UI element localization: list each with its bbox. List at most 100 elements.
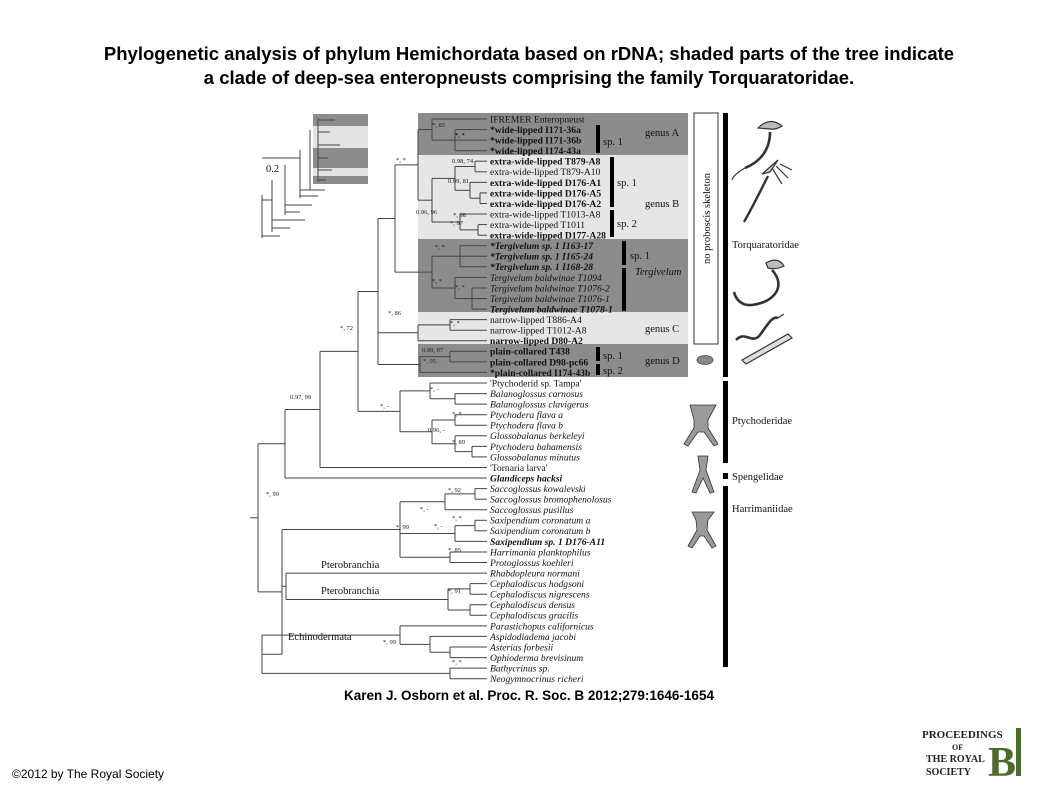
taxon-label: 'Ptychoderid sp. Tampa' [490,378,582,389]
support-value: *, 85 [432,122,445,129]
taxon-label: *plain-collared I174-43b [490,368,590,379]
taxon-label: narrow-lipped T886-A4 [490,315,582,326]
support-value: *, - [430,386,439,393]
taxon-label: Cephalodiscus densus [490,600,575,611]
taxon-label: Ptychodera flava b [489,421,563,432]
support-value: *, * [452,659,462,666]
skeleton-icon-ptychoderidae [683,404,719,447]
subgroup-bars [596,125,626,375]
logo-line-4: SOCIETY [926,767,972,778]
taxon-label: Cephalodiscus gracilis [490,611,578,622]
skeleton-icon-spengelidae [691,455,715,494]
support-value: 0.96, 96 [416,209,438,216]
inset-shade-3 [313,148,368,168]
support-value: *, 97 [450,220,464,227]
label-genus-c: genus C [645,324,679,335]
label-tergivelum: Tergivelum [635,267,682,278]
taxon-label: Glossobalanus minutus [490,452,580,463]
taxon-label: Ophioderma brevisinum [490,653,583,664]
support-value: *, * [450,320,460,327]
support-value: 0.97, 99 [290,394,311,401]
taxon-label: Aspidodiadema jacobi [489,632,576,643]
taxon-label: Bathycrinus sp. [490,664,550,675]
support-value: *, 91 [448,588,461,595]
support-value: *, 98 [453,212,466,219]
support-value: *, * [455,132,465,139]
taxon-label: Cephalodiscus nigrescens [490,590,590,601]
taxon-labels: IFREMER Enteropneust*wide-lipped I171-36… [489,114,613,685]
label-sp1-genus-b: sp. 1 [617,178,637,189]
support-value: *, 72 [340,325,353,332]
clade-label-echinodermata: Echinodermata [288,632,352,643]
taxon-label: *wide-lipped I171-36b [490,136,581,147]
support-value: *, - [380,403,389,410]
taxon-label: Glandiceps hacksi [490,473,563,484]
logo-side-bar [1016,728,1021,776]
logo-line-1: PROCEEDINGS [922,729,1003,741]
taxon-label: Saxipendium coronatum a [490,516,591,527]
family-label-ptychoderidae: Ptychoderidae [732,416,792,427]
title-line-2: a clade of deep-sea enteropneusts compri… [203,67,855,88]
support-value: 0.99, 81 [448,178,469,185]
inset-shade-4 [313,168,368,176]
family-bar-ptychoderidae [723,381,728,463]
family-bar-spengelidae [723,473,728,479]
taxon-label: extra-wide-lipped D176-A5 [490,188,601,199]
label-sp2-genus-d: sp. 2 [603,366,623,377]
taxon-label: *Tergivelum sp. 1 I168-28 [490,262,593,273]
support-value: 0.99, 97 [422,347,444,354]
label-sp1-genus-a: sp. 1 [603,137,623,148]
taxon-label: Protoglossus koehleri [489,558,574,569]
taxon-label: Balanoglossus carnosus [490,389,583,400]
torquaratorid-illustrations [731,120,793,365]
worm-illustration-genus-b [742,159,793,223]
taxon-label: Balanoglossus clavigerus [490,400,589,411]
family-label-spengelidae: Spengelidae [732,472,784,483]
worm-illustration-tergivelum [732,259,785,307]
support-value: *, - [434,523,443,530]
taxon-label: Harrimania planktophilus [489,547,591,558]
label-genus-b: genus B [645,199,679,210]
tree-branches [250,118,487,680]
title-line-1: Phylogenetic analysis of phylum Hemichor… [103,43,955,64]
clade-shade-genus-b [418,155,688,239]
taxon-label: Ptychodera bahamensis [489,442,582,453]
taxon-label: extra-wide-lipped D177-A28 [490,231,606,242]
taxon-label: Saccoglossus kowalevski [490,484,586,495]
taxon-label: IFREMER Enteropneust [490,114,585,125]
taxon-label: plain-collared D98-pc66 [490,357,588,368]
worm-illustration-genus-c [735,313,785,341]
taxon-label: Cephalodiscus hodgsoni [490,579,584,590]
taxon-label: *Tergivelum sp. 1 I163-17 [490,241,594,252]
label-genus-d: genus D [645,356,680,367]
support-value: *, 86 [388,310,402,317]
citation: Karen J. Osborn et al. Proc. R. Soc. B 2… [344,688,714,703]
taxon-label: narrow-lipped T1012-A8 [490,326,587,337]
taxon-label: Ptychodera flava a [489,410,563,421]
taxon-label: Saxipendium sp. 1 D176-A11 [490,537,605,548]
skeleton-icon-harrimaniidae [687,511,717,549]
support-value: *, * [452,515,462,522]
taxon-label: *wide-lipped I171-36a [490,125,581,136]
support-value: *, * [455,132,465,139]
worm-illustration-genus-d [741,333,793,365]
taxon-label: Tergivelum baldwinae T1076-1 [490,294,610,305]
taxon-label: Saxipendium coronatum b [490,526,591,537]
support-value: *, - [420,506,429,513]
label-sp1-tergivelum: sp. 1 [630,251,650,262]
support-value: *, 89 [452,439,465,446]
support-value: *, * [435,244,445,251]
logo-letter-b: B [988,740,1016,781]
taxon-label: Asterias forbesii [489,642,553,653]
taxon-label: extra-wide-lipped D176-A2 [490,199,601,210]
support-value: *, 99 [383,639,396,646]
clade-shade-genus-c [418,312,688,344]
inset-shade-5 [313,176,368,184]
family-bar-torquaratoridae [723,113,728,377]
taxon-label: Saccoglossus pusillus [490,505,574,516]
clade-shade-genus-a [418,113,688,155]
clade-shade-tergivelum [418,239,688,312]
family-label-harrimaniidae: Harrimaniidae [732,504,793,515]
taxon-label: Rhabdopleura normani [489,569,580,580]
clade-label-pterobranchia-2: Pterobranchia [321,586,380,597]
